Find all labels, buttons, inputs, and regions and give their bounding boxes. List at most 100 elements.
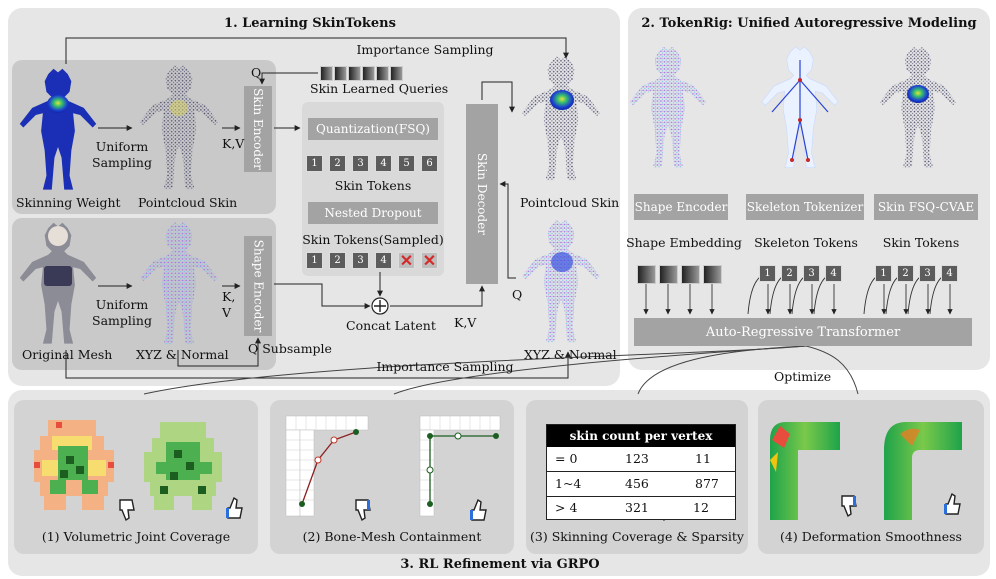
dropped-token-cross-icon: ✕ <box>421 251 438 270</box>
skinning-weight-figure <box>19 68 97 190</box>
skeleton-token-3: 3 <box>803 265 820 282</box>
pointcloud-skin-left-figure <box>139 65 219 190</box>
skin-token-2: 2 <box>329 155 346 172</box>
kv-bottom-label-1: K, <box>222 289 236 304</box>
thumb-down-icon <box>355 499 371 522</box>
caption-deformation-smoothness: (4) Deformation Smoothness <box>780 529 962 544</box>
uniform-sampling-top-1: Uniform <box>95 139 149 154</box>
skin-tokens-label: Skin Tokens <box>334 178 412 193</box>
nested-dropout-block: Nested Dropout <box>308 202 438 224</box>
shape-embedding-label: Shape Embedding <box>626 235 742 250</box>
tokenrig-skin-figure <box>879 46 957 168</box>
skin-decoder-block: Skin Decoder <box>466 104 498 284</box>
deformation-pipe-bad <box>770 422 840 520</box>
thumb-up-icon <box>470 498 487 521</box>
skeleton-token-1: 1 <box>759 265 776 282</box>
kv-right-label: K,V <box>454 315 477 330</box>
skeleton-tokenizer-block: Skeleton Tokenizer <box>746 194 864 220</box>
uniform-sampling-bottom-2: Sampling <box>92 313 152 328</box>
importance-sampling-top: Importance Sampling <box>356 42 494 57</box>
table-row: = 0 123 11 <box>547 447 735 472</box>
skin-token-ar-3: 3 <box>919 265 936 282</box>
quantization-block: Quantization(FSQ) <box>308 118 438 140</box>
thumb-up-icon <box>944 492 961 515</box>
skeleton-token-4: 4 <box>825 265 842 282</box>
pointcloud-skin-right-figure <box>521 56 601 181</box>
caption-bone-mesh-containment: (2) Bone-Mesh Containment <box>302 529 482 544</box>
skin-encoder-label: Skin Encoder <box>251 88 266 170</box>
skin-token-ar-1: 1 <box>875 265 892 282</box>
tokenrig-skeleton-figure <box>761 46 839 169</box>
learned-query-square <box>376 66 389 81</box>
skin-token-4: 4 <box>375 155 392 172</box>
skin-token-6: 6 <box>421 155 438 172</box>
skeleton-token-2: 2 <box>781 265 798 282</box>
concat-latent-label: Concat Latent <box>346 318 436 333</box>
optimize-label: Optimize <box>774 369 832 384</box>
original-mesh-label: Original Mesh <box>22 347 113 362</box>
shape-embedding-square <box>681 265 700 284</box>
xyz-normal-right-figure <box>522 220 600 343</box>
pointcloud-skin-left-label: Pointcloud Skin <box>138 195 238 210</box>
learned-query-square <box>320 66 333 81</box>
row-value-b: 11 <box>695 451 711 466</box>
xyz-normal-left-label: XYZ & Normal <box>136 347 229 362</box>
row-label: = 0 <box>555 451 578 466</box>
skin-count-table: skin count per vertex = 0 123 11 1~4 456… <box>546 424 736 520</box>
sampled-token-2: 2 <box>329 252 346 269</box>
q-right-label: Q <box>512 287 523 302</box>
skin-token-ar-4: 4 <box>941 265 958 282</box>
table-row: > 4 321 12 <box>547 497 735 519</box>
original-mesh-figure <box>19 222 97 344</box>
learned-query-square <box>390 66 403 81</box>
skin-token-ar-2: 2 <box>897 265 914 282</box>
section1-title: 1. Learning SkinTokens <box>224 16 396 31</box>
skin-fsq-cvae-block: Skin FSQ-CVAE <box>874 194 978 220</box>
uniform-sampling-bottom-1: Uniform <box>95 297 149 312</box>
bone-mesh-grid-good <box>419 415 501 517</box>
autoregressive-transformer-block: Auto-Regressive Transformer <box>634 318 972 346</box>
sampled-token-3: 3 <box>352 252 369 269</box>
thumb-down-icon <box>841 495 857 518</box>
pointcloud-skin-right-label: Pointcloud Skin <box>520 195 620 210</box>
kv-top-label: K,V <box>222 136 245 151</box>
row-value-a: 321 <box>625 500 649 515</box>
shape-embedding-square <box>659 265 678 284</box>
row-label: > 4 <box>555 500 578 515</box>
shape-embedding-square <box>703 265 722 284</box>
shape-encoder-block: Shape Encoder <box>244 236 272 336</box>
thumb-down-icon <box>119 499 135 522</box>
dropped-token-cross-icon: ✕ <box>398 251 415 270</box>
learned-query-square <box>362 66 375 81</box>
learned-queries-label: Skin Learned Queries <box>310 81 449 96</box>
tokenrig-shape-figure <box>629 46 707 168</box>
thumb-up-icon <box>226 496 243 519</box>
voxel-heatmap-good <box>144 422 222 510</box>
q-subsample-label: Q Subsample <box>248 341 332 356</box>
shape-encoder-label: Shape Encoder <box>251 239 265 333</box>
skin-encoder-block: Skin Encoder <box>244 86 272 172</box>
skin-tokens-label-2: Skin Tokens <box>882 235 960 250</box>
bone-mesh-grid-bad <box>285 415 369 517</box>
sampled-token-4: 4 <box>375 252 392 269</box>
sampled-token-1: 1 <box>306 252 323 269</box>
section2-title: 2. TokenRig: Unified Autoregressive Mode… <box>641 16 977 31</box>
skin-tokens-sampled-label: Skin Tokens(Sampled) <box>302 232 444 247</box>
kv-bottom-label-2: V <box>222 305 232 320</box>
section3-title: 3. RL Refinement via GRPO <box>400 557 600 572</box>
skin-token-5: 5 <box>398 155 415 172</box>
shape-encoder-block-2: Shape Encoder <box>634 194 728 220</box>
row-value-b: 877 <box>695 476 719 491</box>
skeleton-tokens-label: Skeleton Tokens <box>754 235 858 250</box>
importance-sampling-bottom: Importance Sampling <box>376 359 514 374</box>
skin-decoder-label: Skin Decoder <box>475 152 489 236</box>
row-value-a: 123 <box>625 451 649 466</box>
uniform-sampling-top-2: Sampling <box>92 155 152 170</box>
shape-embedding-square <box>637 265 656 284</box>
caption-skinning-coverage-sparsity: (3) Skinning Coverage & Sparsity <box>530 529 744 544</box>
deformation-pipe-good <box>884 422 962 520</box>
skinning-weight-label: Skinning Weight <box>16 195 121 210</box>
concat-plus-icon <box>371 297 389 315</box>
